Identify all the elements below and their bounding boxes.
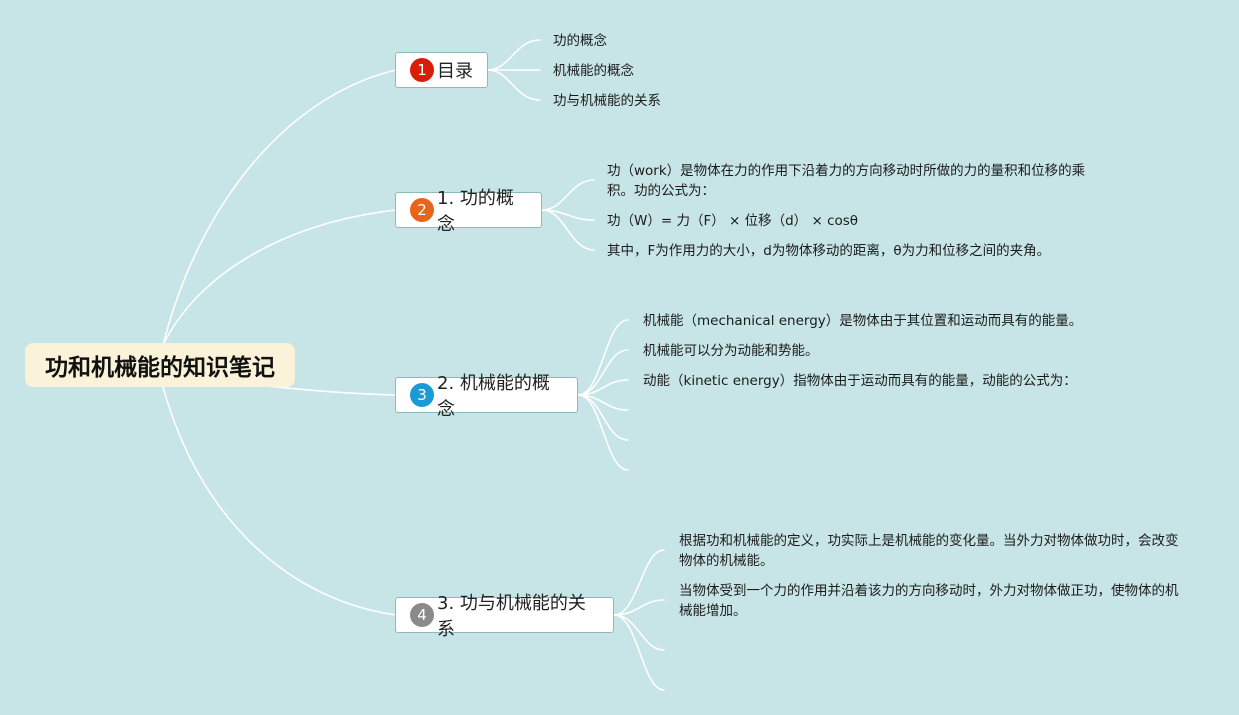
root-title: 功和机械能的知识笔记: [45, 355, 275, 381]
leaf-energy-types[interactable]: 机械能可以分为动能和势能。: [643, 343, 819, 359]
leaf-work-formula[interactable]: 功（W）= 力（F） × 位移（d） × cosθ: [607, 213, 859, 229]
number-3-icon: 3: [410, 383, 434, 407]
number-2-icon: 2: [410, 198, 434, 222]
leaf-mechanical-energy-definition[interactable]: 机械能（mechanical energy）是物体由于其位置和运动而具有的能量。: [643, 313, 1083, 329]
branch-work-concept[interactable]: 2 1. 功的概念: [395, 188, 542, 235]
leaf-work-definition[interactable]: 功（work）是物体在力的作用下沿着力的方向移动时所做的力的量积和位移的乘积。功…: [607, 163, 1086, 199]
root-topic[interactable]: 功和机械能的知识笔记: [25, 343, 295, 387]
branch-work-energy-relation[interactable]: 4 3. 功与机械能的关系: [395, 593, 614, 640]
leaf-mechanical-energy-concept[interactable]: 机械能的概念: [553, 63, 634, 79]
branch-label: 3. 功与机械能的关系: [437, 593, 586, 640]
number-1-icon: 1: [410, 58, 434, 82]
branch-mechanical-energy[interactable]: 3 2. 机械能的概念: [395, 373, 578, 420]
branch-label: 2. 机械能的概念: [437, 373, 550, 420]
branch-label: 1. 功的概念: [437, 188, 514, 235]
leaf-relation-definition[interactable]: 根据功和机械能的定义，功实际上是机械能的变化量。当外力对物体做功时，会改变物体的…: [679, 533, 1179, 569]
branch-contents[interactable]: 1 目录: [395, 52, 488, 88]
branch-label: 目录: [437, 61, 473, 82]
leaf-work-concept[interactable]: 功的概念: [553, 33, 607, 49]
leaf-kinetic-energy[interactable]: 动能（kinetic energy）指物体由于运动而具有的能量，动能的公式为：: [643, 373, 1077, 389]
leaf-work-variables[interactable]: 其中，F为作用力的大小，d为物体移动的距离，θ为力和位移之间的夹角。: [607, 243, 1051, 259]
leaf-positive-work[interactable]: 当物体受到一个力的作用并沿着该力的方向移动时，外力对物体做正功，使物体的机械能增…: [679, 583, 1179, 619]
leaf-relation[interactable]: 功与机械能的关系: [553, 93, 661, 109]
number-4-icon: 4: [410, 603, 434, 627]
